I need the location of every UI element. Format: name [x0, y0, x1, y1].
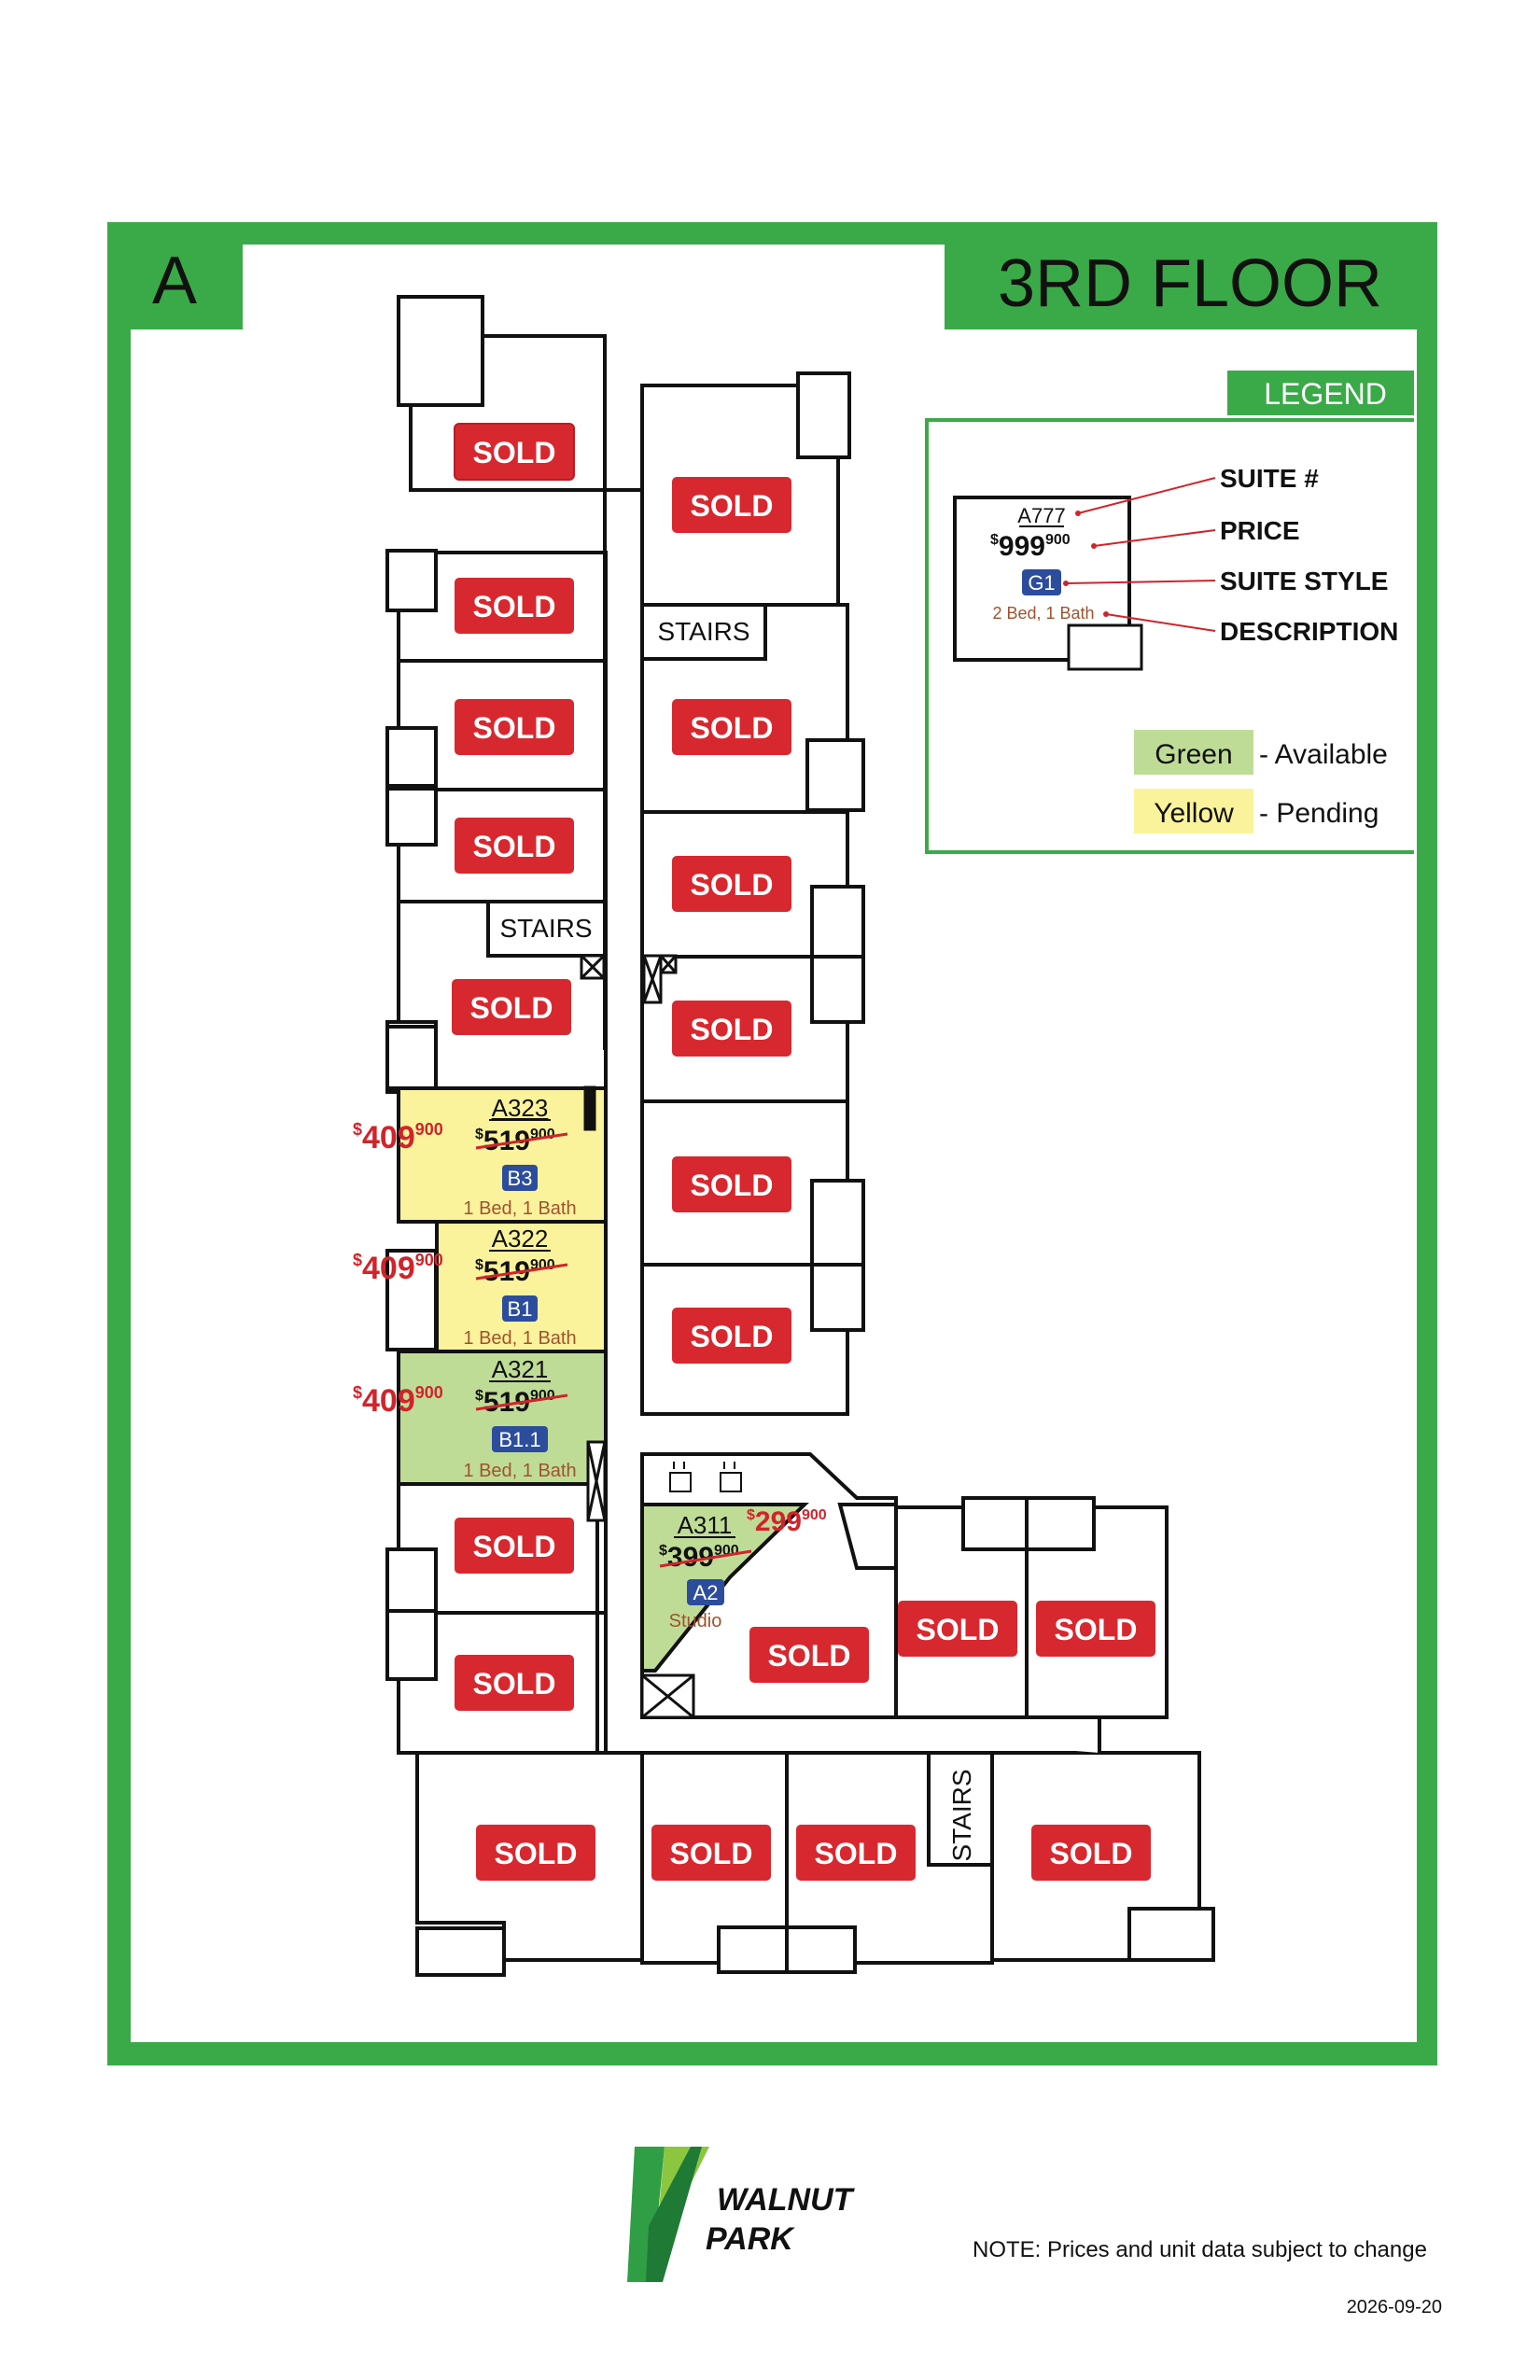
legend-yellow-text: - Pending: [1259, 798, 1379, 829]
brand-line2: PARK: [706, 2221, 795, 2257]
walnut-park-logo: [627, 2147, 709, 2282]
style-badge: [502, 1165, 538, 1191]
unit-a323[interactable]: A323 $519900 B3 1 Bed, 1 Bath: [463, 1094, 576, 1219]
svg-text:A2: A2: [693, 1581, 719, 1604]
suite-number: A311: [678, 1511, 733, 1539]
svg-text:SOLD: SOLD: [473, 1667, 556, 1701]
style-badge: [502, 1295, 538, 1322]
unit-description: Studio: [669, 1611, 722, 1631]
disclaimer-note: NOTE: Prices and unit data subject to ch…: [973, 2237, 1427, 2262]
new-price-a311: $299900: [747, 1506, 827, 1537]
svg-text:SOLD: SOLD: [470, 991, 553, 1025]
sold-badge: SOLD: [455, 699, 574, 755]
svg-text:SOLD: SOLD: [691, 868, 774, 902]
stairs-label-2: STAIRS: [499, 914, 592, 943]
sold-badge: SOLD: [1031, 1825, 1151, 1881]
suite-number: A322: [492, 1225, 549, 1253]
legend-key-price: PRICE: [1220, 516, 1300, 545]
legend-key-description: DESCRIPTION: [1220, 617, 1398, 646]
sold-badge: SOLD: [455, 1518, 574, 1574]
style-badge: [492, 1426, 548, 1452]
sold-badge: SOLD: [672, 1156, 791, 1212]
legend-green-swatch-label: Green: [1155, 739, 1232, 770]
svg-text:B1.1: B1.1: [498, 1428, 540, 1451]
sold-badge: SOLD: [651, 1825, 771, 1881]
suite-number: A321: [492, 1355, 549, 1383]
stairs-label-1: STAIRS: [657, 617, 749, 646]
sold-badge: SOLD: [455, 578, 574, 634]
sold-badge: SOLD: [672, 699, 791, 755]
legend: [925, 371, 1414, 854]
svg-text:SOLD: SOLD: [473, 1530, 556, 1563]
svg-text:SOLD: SOLD: [495, 1837, 578, 1870]
legend-title: LEGEND: [1264, 377, 1387, 411]
building-letter: A: [152, 244, 197, 318]
unit-a322[interactable]: A322 $519900 B1 1 Bed, 1 Bath: [463, 1225, 576, 1349]
svg-text:SOLD: SOLD: [691, 489, 774, 523]
svg-text:B3: B3: [508, 1167, 533, 1190]
unit-box-a323[interactable]: [397, 1086, 608, 1224]
legend-green-text: - Available: [1259, 739, 1388, 770]
elevator-icons: [669, 1462, 742, 1492]
sold-badge: SOLD: [476, 1825, 595, 1881]
sold-badge: SOLD: [796, 1825, 916, 1881]
brand-line1: WALNUT: [717, 2182, 856, 2218]
new-price-a322: $409900: [353, 1251, 443, 1286]
legend-key-style: SUITE STYLE: [1220, 567, 1388, 595]
sold-badge: SOLD: [672, 1308, 791, 1364]
sold-badge: SOLD: [898, 1601, 1017, 1657]
svg-text:SOLD: SOLD: [1055, 1613, 1138, 1646]
svg-text:SOLD: SOLD: [691, 1013, 774, 1046]
svg-text:SOLD: SOLD: [473, 830, 556, 863]
unit-a321[interactable]: A321 $519900 B1.1 1 Bed, 1 Bath: [463, 1355, 576, 1481]
svg-text:SOLD: SOLD: [691, 1320, 774, 1353]
legend-sample-style: G1: [1028, 571, 1055, 595]
stairs-label-3: STAIRS: [947, 1769, 976, 1861]
legend-key-suite: SUITE #: [1220, 464, 1319, 493]
unit-description: 1 Bed, 1 Bath: [463, 1461, 576, 1481]
style-badge: [687, 1579, 724, 1605]
sold-badge: SOLD: [672, 477, 791, 533]
unit-a311[interactable]: A311 $399900 A2 Studio: [659, 1511, 752, 1631]
sold-badge: SOLD: [1036, 1601, 1155, 1657]
sold-badges: SOLD SOLD SOLD SOLD SOLD SOLD SOLD SOLD …: [452, 423, 1155, 1881]
unit-description: 1 Bed, 1 Bath: [463, 1328, 576, 1349]
floor-title: 3RD FLOOR: [998, 246, 1382, 321]
svg-text:B1: B1: [508, 1297, 533, 1321]
new-price-a323: $409900: [353, 1120, 443, 1155]
print-date: 2026-09-20: [1347, 2297, 1442, 2317]
svg-text:SOLD: SOLD: [473, 711, 556, 745]
svg-text:SOLD: SOLD: [473, 590, 556, 623]
sold-badge: SOLD: [672, 856, 791, 912]
unit-box-a311[interactable]: [640, 1503, 809, 1673]
suite-number: A323: [492, 1094, 549, 1122]
sold-badge: SOLD: [452, 979, 571, 1035]
svg-text:SOLD: SOLD: [691, 1169, 774, 1202]
unit-description: 1 Bed, 1 Bath: [463, 1198, 576, 1219]
svg-text:SOLD: SOLD: [815, 1837, 898, 1870]
svg-text:SOLD: SOLD: [670, 1837, 753, 1870]
legend-sample-price: $999900: [990, 531, 1071, 562]
sold-badge: SOLD: [455, 818, 574, 874]
new-price-a321: $409900: [353, 1383, 443, 1419]
svg-text:SOLD: SOLD: [473, 436, 556, 469]
shafts: [580, 954, 695, 1719]
svg-text:SOLD: SOLD: [1050, 1837, 1133, 1870]
sold-badge: SOLD: [454, 423, 575, 481]
sold-badge: SOLD: [749, 1627, 869, 1683]
legend-yellow-swatch-label: Yellow: [1154, 798, 1234, 829]
svg-text:SOLD: SOLD: [917, 1613, 1000, 1646]
legend-sample-suite: A777: [1017, 504, 1065, 527]
sold-badge: SOLD: [455, 1655, 574, 1711]
svg-text:SOLD: SOLD: [768, 1639, 851, 1673]
legend-sample-description: 2 Bed, 1 Bath: [992, 604, 1094, 623]
sold-badge: SOLD: [672, 1001, 791, 1057]
svg-text:SOLD: SOLD: [691, 711, 774, 745]
